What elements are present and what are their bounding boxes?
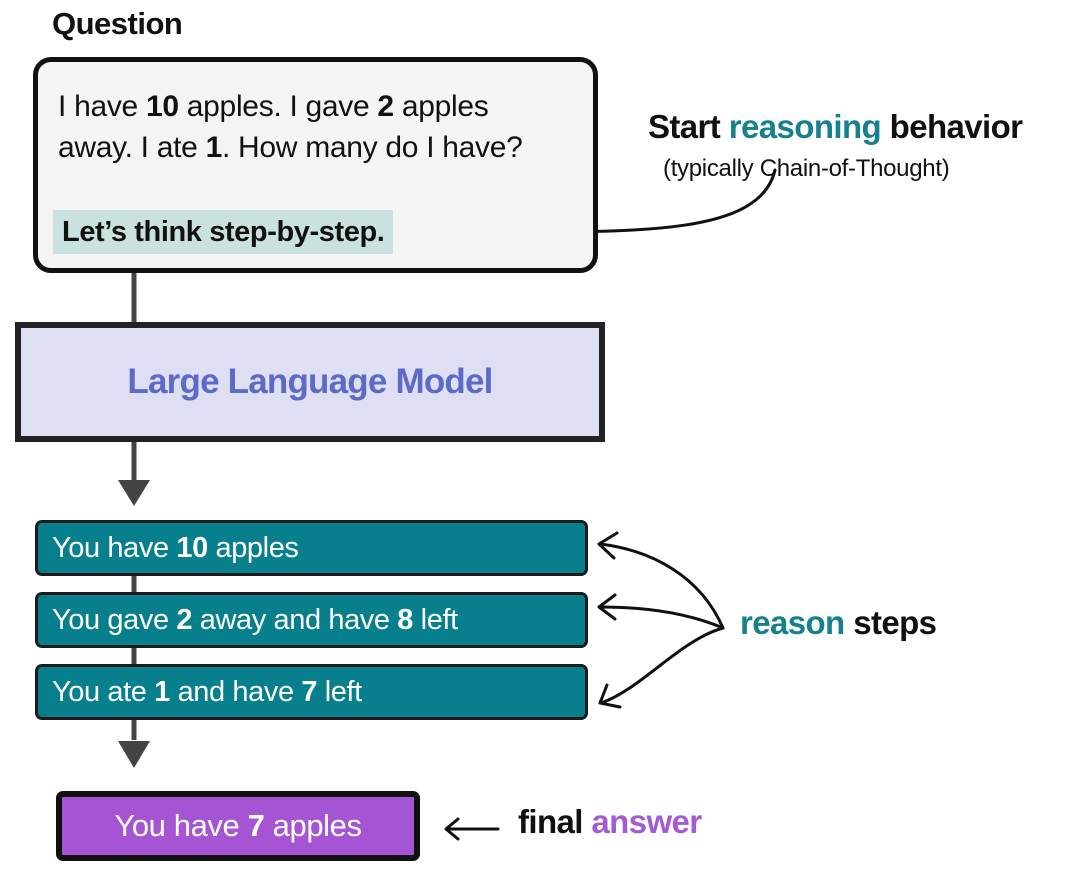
step-1-arrow [598, 542, 725, 630]
final-answer-box: You have 7 apples [56, 791, 420, 861]
reason-step-1: You have ​10 apples [35, 520, 588, 576]
question-heading: Question [52, 6, 183, 41]
step-3-arrow [599, 626, 725, 705]
reason-step-2: You gave 2 away and have 8 left [35, 592, 588, 648]
reason-steps-label: reason steps [740, 604, 937, 641]
reasoning-callout: Start reasoning behavior [648, 108, 1023, 145]
answer-arrowhead [444, 817, 460, 841]
final-answer-label: final answer [518, 803, 702, 840]
cot-prompt: Let’s think step-by-step. [53, 210, 394, 254]
llm-label: Large Language Model [127, 362, 493, 401]
step-1-arrowhead [597, 531, 619, 560]
model-to-steps-arrowhead [118, 480, 150, 506]
question-text: I have 10 apples. I gave 2 apples away. … [58, 86, 523, 168]
step-3-arrowhead [598, 683, 622, 709]
step-2-arrowhead [597, 593, 617, 621]
question-line-2: away. I ate 1. How many do I have? [58, 131, 523, 164]
step-2-arrow [598, 605, 725, 630]
steps-to-answer-arrowhead [118, 741, 150, 768]
reason-step-3: You ate 1 and have 7 left [35, 664, 588, 720]
cot-note: (typically Chain-of-Thought) [663, 155, 950, 182]
question-line-1: I have 10 apples. I gave 2 apples [58, 90, 489, 123]
question-box: I have 10 apples. I gave 2 apples away. … [33, 57, 598, 273]
llm-box: Large Language Model [15, 322, 605, 442]
